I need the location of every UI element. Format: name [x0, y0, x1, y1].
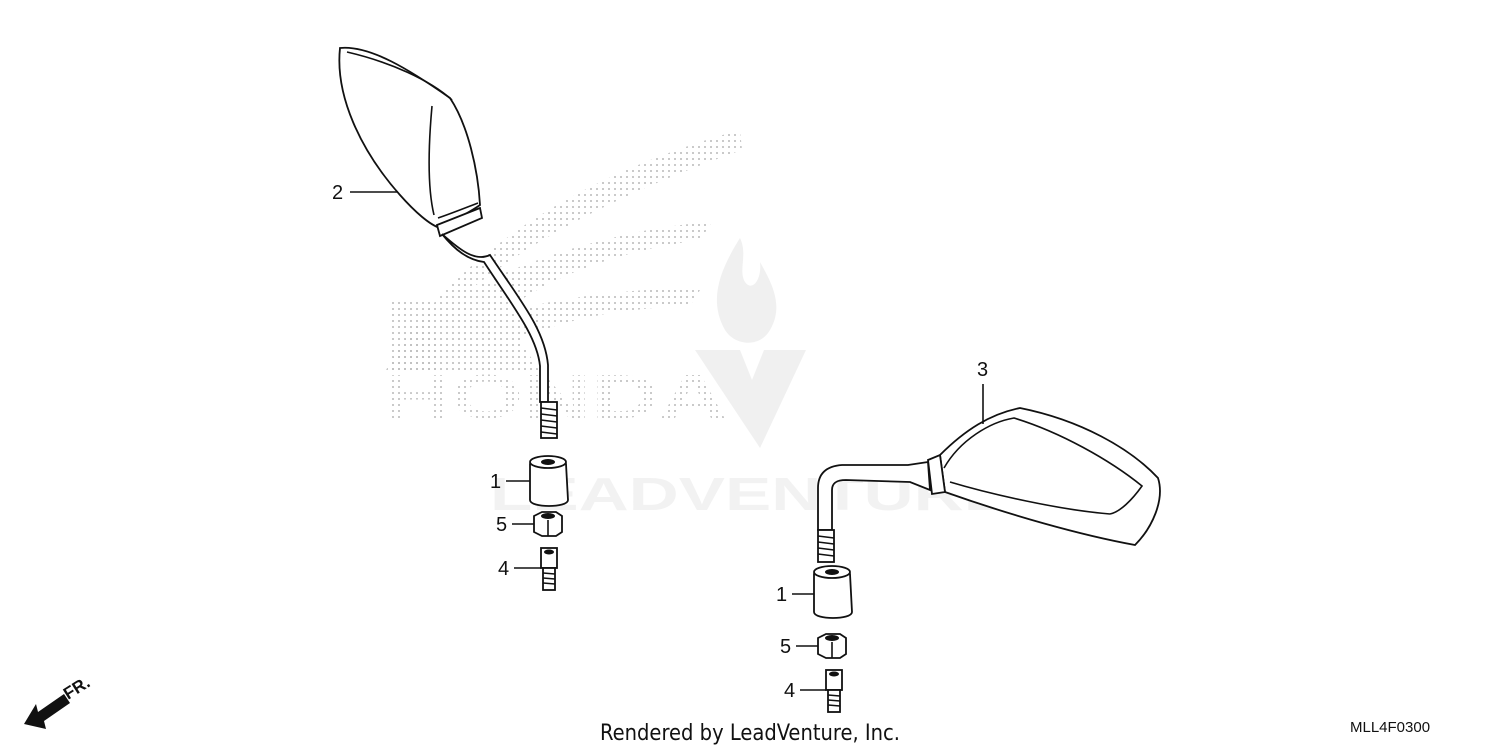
flame-icon — [716, 238, 777, 343]
right-bolt[interactable] — [825, 669, 843, 713]
callout-right-mirror: 3 — [977, 359, 988, 381]
left-nut[interactable] — [533, 511, 563, 537]
callout-left-cap: 1 — [490, 471, 501, 493]
front-direction-indicator: FR. — [24, 673, 93, 729]
left-mirror-thread — [540, 401, 558, 439]
leadventure-watermark: LEADVENTURE — [490, 238, 1010, 520]
left-bolt[interactable] — [540, 547, 558, 591]
callout-right-cap: 1 — [776, 584, 787, 606]
left-mirror[interactable] — [338, 46, 558, 439]
callout-left-mirror: 2 — [332, 182, 343, 204]
callout-left-bolt: 4 — [498, 558, 509, 580]
right-nut[interactable] — [817, 633, 847, 659]
diagram-code: MLL4F0300 — [1350, 719, 1430, 736]
v-logo-icon — [695, 350, 806, 448]
right-cap[interactable] — [813, 565, 853, 619]
left-cap[interactable] — [529, 455, 569, 507]
rendered-by-credit: Rendered by LeadVenture, Inc. — [600, 721, 900, 746]
callout-left-nut: 5 — [496, 514, 507, 536]
front-arrow-icon — [24, 694, 70, 729]
callout-right-bolt: 4 — [784, 680, 795, 702]
callout-right-nut: 5 — [780, 636, 791, 658]
right-mirror-thread — [817, 529, 835, 563]
right-mirror[interactable] — [817, 407, 1161, 563]
